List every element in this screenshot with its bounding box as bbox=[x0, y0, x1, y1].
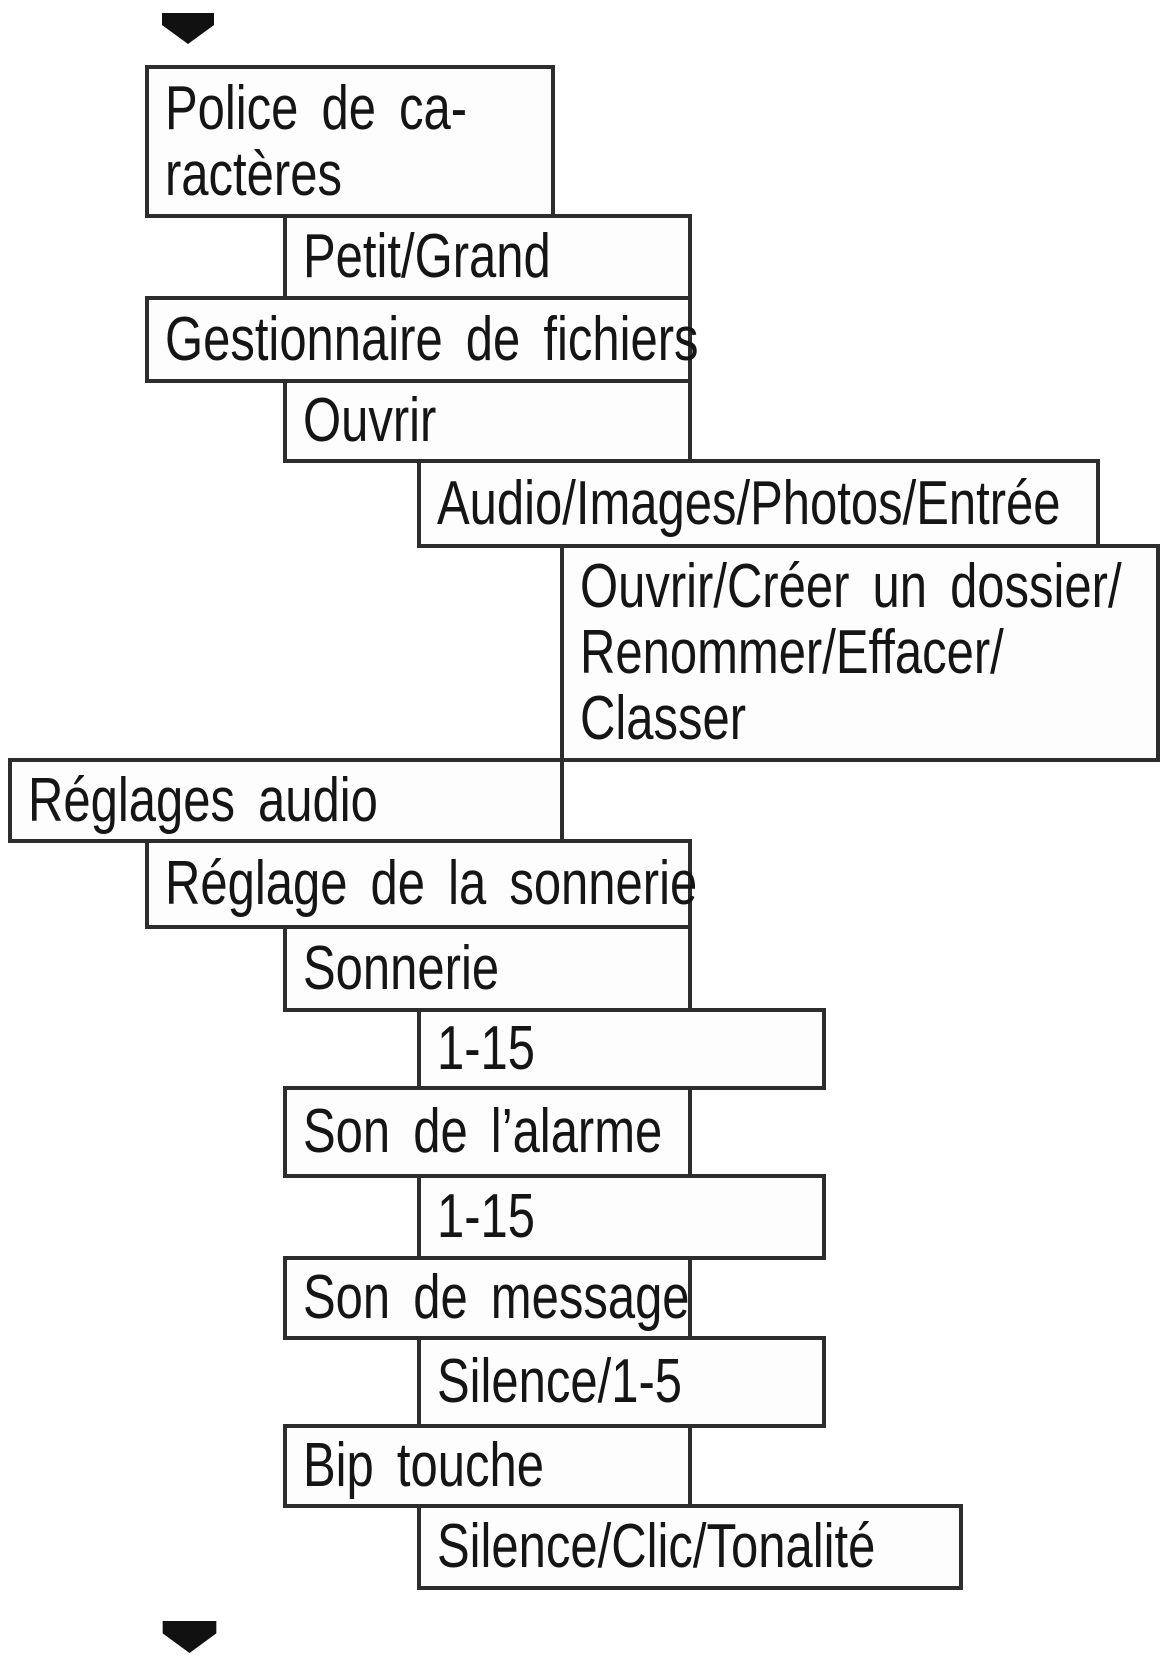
node-reglage-de-la-sonnerie: Réglage de la sonnerie bbox=[145, 839, 697, 929]
node-label: Son de l’alarme bbox=[303, 1097, 663, 1166]
node-audio-images-photos-entree: Audio/Images/Photos/Entrée bbox=[417, 459, 1100, 548]
node-gestionnaire-de-fichiers: Gestionnaire de fichiers bbox=[145, 296, 699, 383]
down-arrow-icon bbox=[162, 1621, 217, 1653]
node-alarme-values-1-15: 1-15 bbox=[417, 1174, 826, 1260]
node-bip-touche: Bip touche bbox=[283, 1424, 692, 1508]
node-son-de-message: Son de message bbox=[283, 1256, 692, 1340]
down-arrow-icon bbox=[162, 13, 214, 44]
node-label: Ouvrir bbox=[303, 386, 437, 455]
node-ouvrir: Ouvrir bbox=[283, 379, 692, 463]
node-label: Police de ca- ractères bbox=[165, 73, 468, 209]
continuation-arrow-bottom bbox=[162, 1621, 217, 1653]
node-label: Ouvrir/Créer un dossier/ Renommer/Efface… bbox=[580, 552, 1122, 753]
node-son-de-l-alarme: Son de l’alarme bbox=[283, 1086, 692, 1178]
node-label: 1-15 bbox=[437, 1014, 536, 1083]
continuation-arrow-top bbox=[162, 13, 214, 44]
node-label: Son de message bbox=[303, 1263, 690, 1332]
node-label: Réglage de la sonnerie bbox=[165, 849, 698, 918]
node-message-values-silence-1-5: Silence/1-5 bbox=[417, 1336, 826, 1428]
node-label: Sonnerie bbox=[303, 933, 500, 1003]
node-sonnerie: Sonnerie bbox=[283, 925, 692, 1012]
node-label: Petit/Grand bbox=[303, 222, 551, 291]
node-label: Silence/1-5 bbox=[437, 1347, 683, 1416]
node-ouvrir-creer-renommer-effacer-classer: Ouvrir/Créer un dossier/ Renommer/Efface… bbox=[560, 544, 1160, 762]
node-label: Bip touche bbox=[303, 1431, 544, 1500]
node-label: Silence/Clic/Tonalité bbox=[437, 1512, 876, 1581]
node-police-de-caracteres: Police de ca- ractères bbox=[145, 65, 555, 218]
node-reglages-audio: Réglages audio bbox=[8, 758, 564, 843]
node-bip-values-silence-clic-tonalite: Silence/Clic/Tonalité bbox=[417, 1504, 963, 1590]
node-label: Audio/Images/Photos/Entrée bbox=[437, 468, 1061, 538]
node-label: Réglages audio bbox=[28, 765, 378, 835]
node-sonnerie-values-1-15: 1-15 bbox=[417, 1008, 826, 1090]
node-label: 1-15 bbox=[437, 1182, 536, 1251]
node-petit-grand: Petit/Grand bbox=[283, 214, 692, 300]
node-label: Gestionnaire de fichiers bbox=[165, 304, 699, 374]
